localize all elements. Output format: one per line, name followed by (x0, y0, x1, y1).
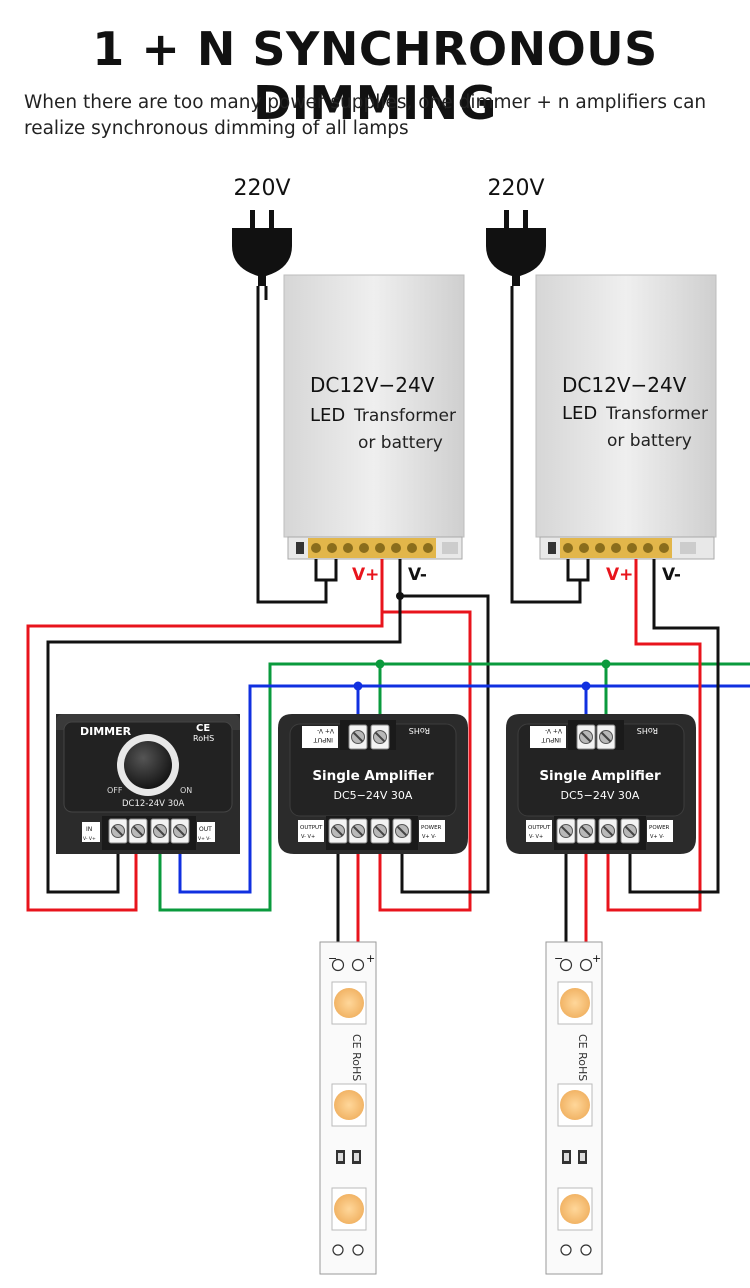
amplifier-module-2: INPUT V+ V- RoHS Single Amplifier DC5−24… (506, 714, 696, 854)
dimmer-module: DIMMER CE RoHS OFF ON DC12-24V 30A IN V-… (56, 714, 240, 854)
amp-power-label: POWER (649, 825, 670, 831)
dimmer-title: DIMMER (80, 725, 132, 738)
amp-power-label: POWER (421, 825, 442, 831)
amp-name: Single Amplifier (539, 768, 661, 784)
dimmer-in-pins: V- V+ (83, 836, 96, 842)
dimmer-knob-icon (124, 741, 172, 789)
dimmer-on: ON (180, 786, 192, 795)
strip-plus: + (366, 952, 375, 965)
amp-rohs: RoHS (637, 726, 658, 735)
psu-led-label: LED (310, 405, 345, 426)
led-chip (331, 1187, 367, 1231)
amp-output-label: OUTPUT (300, 825, 323, 831)
amplifier-module-1: INPUT V+ V- RoHS Single Amplifier DC5−24… (278, 714, 468, 854)
amp-power-pins: V+ V- (650, 834, 664, 840)
psu-vminus: V- (408, 565, 427, 585)
led-chip (557, 1083, 593, 1127)
dimmer-ce: CE (196, 723, 210, 734)
led-strip-2: − + CE RoHS (545, 941, 603, 1275)
psu-voltage: DC12V−24V (562, 373, 687, 397)
power-supply-1: DC12V−24V LED Transformer or battery V+ … (283, 274, 465, 585)
led-strip-1: − + CE RoHS (319, 941, 377, 1275)
strip-marking: CE RoHS (350, 1034, 363, 1081)
amp-rohs: RoHS (409, 726, 430, 735)
wires (26, 559, 750, 960)
amp-input-pins: V+ V- (317, 727, 334, 734)
mains-voltage-label-2: 220V (487, 176, 544, 201)
psu-vplus: V+ (352, 565, 379, 585)
dimmer-out-pins: V+ V- (198, 836, 211, 842)
strip-marking: CE RoHS (576, 1034, 589, 1081)
amp-input-label: INPUT (314, 736, 333, 744)
led-chip (331, 981, 367, 1025)
psu-voltage: DC12V−24V (310, 373, 435, 397)
amp-output-label: OUTPUT (528, 825, 551, 831)
psu-line-2: or battery (607, 431, 692, 451)
amp-input-pins: V+ V- (545, 727, 562, 734)
plug-icon (232, 210, 292, 286)
dimmer-rating: DC12-24V 30A (122, 799, 185, 809)
amp-rating: DC5−24V 30A (561, 789, 640, 802)
strip-plus: + (592, 952, 601, 965)
amp-power-pins: V+ V- (422, 834, 436, 840)
strip-minus: − (328, 952, 337, 965)
amp-input-label: INPUT (542, 736, 561, 744)
psu-line-1: Transformer (605, 404, 708, 424)
psu-vminus: V- (662, 565, 681, 585)
amp-name: Single Amplifier (312, 768, 434, 784)
psu-line-1: Transformer (353, 406, 456, 426)
mains-voltage-label-1: 220V (233, 176, 290, 201)
psu-vplus: V+ (606, 565, 633, 585)
led-chip (557, 1187, 593, 1231)
power-supply-2: DC12V−24V LED Transformer or battery V+ … (535, 274, 717, 585)
dimmer-in-label: IN (86, 826, 92, 833)
strip-minus: − (554, 952, 563, 965)
amp-output-pins: V- V+ (529, 834, 543, 840)
amp-output-pins: V- V+ (301, 834, 315, 840)
amp-rating: DC5−24V 30A (334, 789, 413, 802)
page-title: 1 + N SYNCHRONOUS DIMMING (92, 22, 658, 130)
page-subtitle: When there are too many power supplies, … (24, 92, 707, 139)
dimmer-rohs: RoHS (193, 734, 214, 743)
led-chip (331, 1083, 367, 1127)
led-chip (557, 981, 593, 1025)
psu-led-label: LED (562, 403, 597, 424)
dimmer-out-label: OUT (199, 826, 212, 833)
psu-line-2: or battery (358, 433, 443, 453)
dimmer-off: OFF (107, 786, 123, 795)
